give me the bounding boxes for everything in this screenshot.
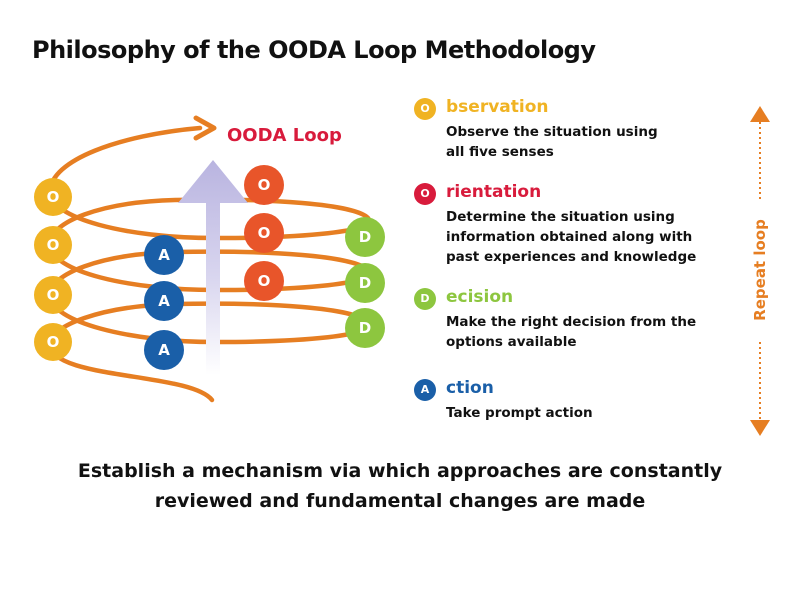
act-node-label: A (158, 341, 170, 359)
up-arrow-icon (178, 160, 248, 375)
repeat-loop-arrow (750, 106, 770, 436)
description-line: all five senses (446, 144, 554, 160)
orientation-heading: rientation (446, 182, 542, 202)
arrow-up-icon (750, 106, 770, 122)
act-node (144, 281, 184, 321)
page-title: Philosophy of the OODA Loop Methodology (32, 36, 596, 64)
description-line: information obtained along with (446, 229, 693, 245)
footer-line: reviewed and fundamental changes are mad… (154, 490, 646, 512)
spiral-loop-top (47, 125, 203, 195)
spiral-loop-bottom (47, 341, 215, 403)
orient-node-label: O (258, 272, 271, 290)
footer-line: Establish a mechanism via which approach… (77, 460, 723, 482)
description-line: past experiences and knowledge (446, 249, 697, 265)
loop-arrowhead-icon (193, 115, 217, 141)
orient-nodes: O O O (244, 165, 284, 301)
observe-node (34, 276, 72, 314)
observe-node-label: O (47, 236, 60, 254)
observe-node (34, 226, 72, 264)
observation-description: Observe the situation using all five sen… (446, 122, 658, 162)
orient-node-label: O (258, 224, 271, 242)
orient-node (244, 165, 284, 205)
act-nodes: A A A (144, 235, 184, 370)
action-heading: ction (446, 378, 494, 398)
observation-heading: bservation (446, 97, 549, 117)
observe-node (34, 323, 72, 361)
decide-nodes: D D D (345, 217, 385, 348)
act-node-label: A (158, 246, 170, 264)
decide-node-label: D (359, 274, 371, 292)
orient-node (244, 213, 284, 253)
act-node-label: A (158, 292, 170, 310)
decide-node-label: D (359, 228, 371, 246)
footer-statement: Establish a mechanism via which approach… (0, 456, 800, 516)
arrow-down-icon (750, 420, 770, 436)
observe-node-label: O (47, 333, 60, 351)
description-line: Determine the situation using (446, 209, 675, 225)
decide-node (345, 308, 385, 348)
orient-node-label: O (258, 176, 271, 194)
description-line: Observe the situation using (446, 124, 658, 140)
observe-node-label: O (47, 188, 60, 206)
orientation-badge-icon: O (414, 183, 436, 205)
decide-node (345, 217, 385, 257)
description-line: Take prompt action (446, 405, 593, 421)
repeat-loop-label: Repeat loop (751, 219, 769, 321)
description-line: options available (446, 334, 577, 350)
act-node (144, 235, 184, 275)
decide-node-label: D (359, 319, 371, 337)
decide-node (345, 263, 385, 303)
orientation-description: Determine the situation using informatio… (446, 207, 696, 267)
action-badge-icon: A (414, 379, 436, 401)
orient-node (244, 261, 284, 301)
action-description: Take prompt action (446, 403, 593, 423)
ooda-loop-label: OODA Loop (227, 125, 342, 146)
description-line: Make the right decision from the (446, 314, 697, 330)
observation-badge-icon: O (414, 98, 436, 120)
decision-badge-icon: D (414, 288, 436, 310)
decision-description: Make the right decision from the options… (446, 312, 696, 352)
observe-node (34, 178, 72, 216)
decision-heading: ecision (446, 287, 514, 307)
act-node (144, 330, 184, 370)
observe-nodes: O O O O (34, 178, 72, 361)
observe-node-label: O (47, 286, 60, 304)
